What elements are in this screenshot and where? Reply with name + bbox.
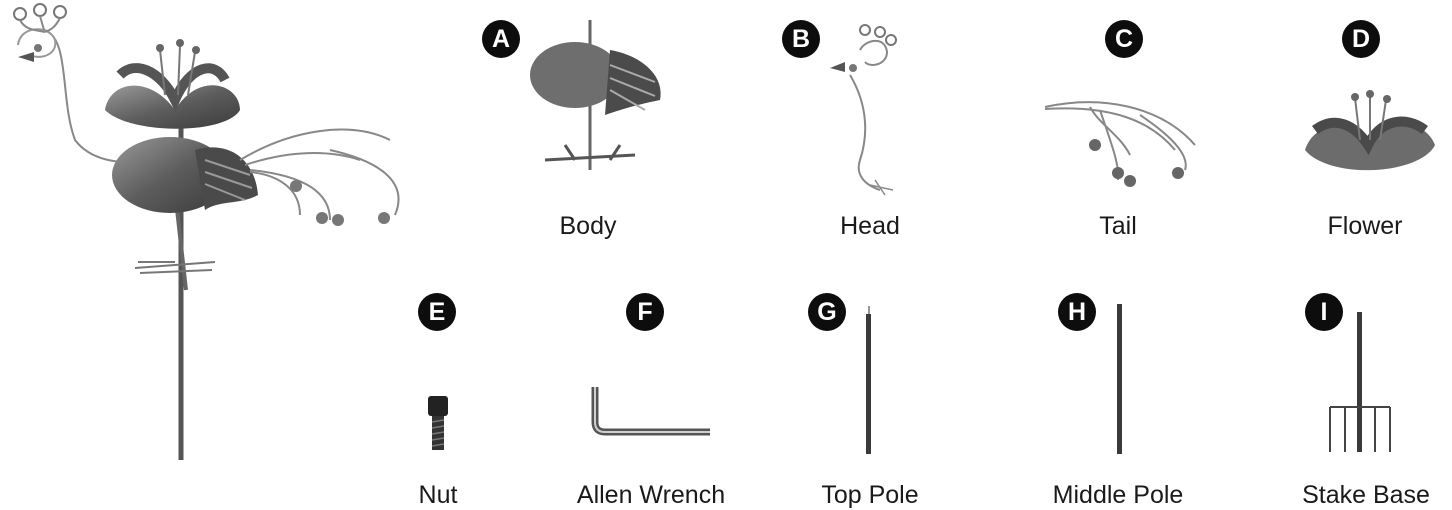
head-part-image [825,20,905,200]
allen-wrench-label: Allen Wrench [577,481,725,510]
part-d-badge: D [1342,20,1380,58]
top-pole-part-image [864,306,874,454]
middle-pole-label: Middle Pole [1053,481,1184,510]
flower-part-image [1300,90,1440,185]
nut-part-image [426,396,450,450]
stake-base-part-image [1325,312,1395,457]
flower-label: Flower [1327,212,1402,241]
head-label: Head [840,212,900,241]
part-f-badge: F [626,293,664,331]
nut-label: Nut [419,481,458,510]
tail-label: Tail [1099,212,1137,241]
top-pole-label: Top Pole [821,481,918,510]
part-c-badge: C [1105,20,1143,58]
part-b-badge: B [782,20,820,58]
tail-part-image [1040,95,1205,190]
part-e-badge: E [418,293,456,331]
stake-base-label: Stake Base [1302,481,1430,510]
middle-pole-part-image [1115,304,1125,454]
part-g-badge: G [808,293,846,331]
body-label: Body [560,212,617,241]
assembled-peacock-image [0,0,420,470]
part-h-badge: H [1058,293,1096,331]
body-part-image [525,20,665,170]
allen-wrench-part-image [590,382,715,442]
part-a-badge: A [482,20,520,58]
